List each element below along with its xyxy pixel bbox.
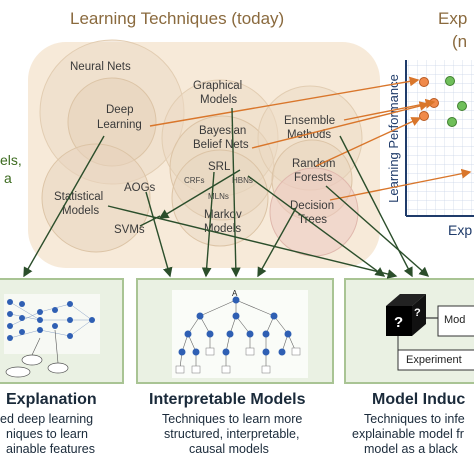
ensemble-label-2: Methods	[287, 129, 332, 141]
svg-text:?: ?	[394, 314, 403, 331]
explanation-desc-1: ed deep learning	[0, 412, 94, 426]
arrow-srl-to-left	[158, 169, 241, 219]
scatter-point	[445, 76, 455, 86]
mlns-label: MLNs	[208, 192, 229, 201]
statistical-models-label-2: Models	[62, 205, 100, 217]
interpretable-models-title: Interpretable Models	[149, 391, 306, 408]
black-box-graphic: ? ?	[386, 294, 474, 371]
explainability-title-partial: Exp	[438, 9, 468, 28]
induction-desc-2: explainable model fr	[352, 427, 464, 441]
explanation-panel-title: Explanation	[6, 391, 97, 408]
bayesian-label-1: Bayesian	[199, 125, 247, 137]
left-edge-text-2: a	[4, 170, 12, 186]
experiment-label: Experiment	[406, 354, 462, 366]
srl-label: SRL	[208, 161, 231, 173]
scatter-point	[419, 111, 429, 121]
explanation-desc-3: ainable features	[6, 442, 95, 456]
random-forests-label-2: Forests	[294, 172, 333, 184]
arrow-hbns-to-induction	[247, 175, 386, 277]
svms-label: SVMs	[114, 224, 145, 236]
tree-root-label: A	[232, 289, 238, 298]
graphical-models-label-1: Graphical	[193, 80, 243, 92]
explainability-subtitle-partial: (n	[452, 32, 468, 51]
random-forests-label-1: Random	[292, 158, 336, 170]
arrow-ensemble-to-induction	[339, 135, 413, 278]
scatter-point	[457, 101, 467, 111]
aogs-label: AOGs	[124, 182, 156, 194]
arrow-decision-trees-to-interpretable	[257, 207, 297, 278]
deep-learning-label-1: Deep	[106, 104, 134, 116]
arrow-graphical-to-interpretable	[230, 107, 241, 278]
scatter-point	[419, 77, 429, 87]
interpretable-desc-3: causal models	[189, 442, 269, 456]
decision-trees-label-2: Trees	[298, 214, 327, 226]
scatter-x-label-partial: Exp	[448, 222, 473, 238]
induction-desc-3: model as a black	[364, 442, 458, 456]
graphical-models-label-2: Models	[200, 94, 238, 106]
arrow-decision-trees-to-plot	[329, 168, 472, 201]
arrow-statistical-to-induction	[107, 205, 398, 279]
hbns-label: HBNs	[232, 176, 253, 185]
statistical-models-circle	[41, 143, 151, 253]
arrow-deep-learning-to-plot	[149, 76, 420, 127]
svg-text:?: ?	[414, 307, 421, 319]
crfs-label: CRFs	[184, 176, 205, 185]
scatter-point	[447, 117, 457, 127]
neural-nets-label: Neural Nets	[70, 61, 131, 73]
arrow-aogs-to-interpretable	[145, 191, 173, 278]
model-box-label: Mod	[444, 314, 466, 326]
model-induction-title: Model Induc	[372, 391, 466, 408]
decision-tree-graphic: A	[172, 289, 308, 378]
arrow-bayesian-to-plot	[251, 101, 430, 149]
neural-network-graphic	[4, 294, 100, 378]
deep-learning-label-2: Learning	[97, 119, 142, 131]
arrow-random-forests-to-induction	[325, 185, 430, 277]
arrow-ensemble-to-plot	[343, 98, 436, 121]
decision-trees-label-1: Decision	[290, 200, 335, 212]
explanation-desc-2: niques to learn	[6, 427, 89, 441]
statistical-models-label-1: Statistical	[54, 191, 104, 203]
markov-circle	[171, 149, 269, 247]
interpretable-desc-2: structured, interpretable,	[164, 427, 300, 441]
bayesian-label-2: Belief Nets	[193, 139, 249, 151]
arrow-deep-learning-to-explanation	[23, 135, 105, 278]
induction-desc-1: Techniques to infe	[364, 412, 465, 426]
arrow-random-forests-to-plot	[315, 117, 422, 167]
markov-models-label-1: Markov	[204, 209, 242, 221]
learning-techniques-title: Learning Techniques (today)	[70, 9, 285, 28]
left-edge-text-1: els,	[0, 152, 22, 168]
interpretable-desc-1: Techniques to learn more	[162, 412, 303, 426]
ensemble-label-1: Ensemble	[284, 115, 336, 127]
arrow-srl-to-interpretable	[201, 171, 215, 278]
